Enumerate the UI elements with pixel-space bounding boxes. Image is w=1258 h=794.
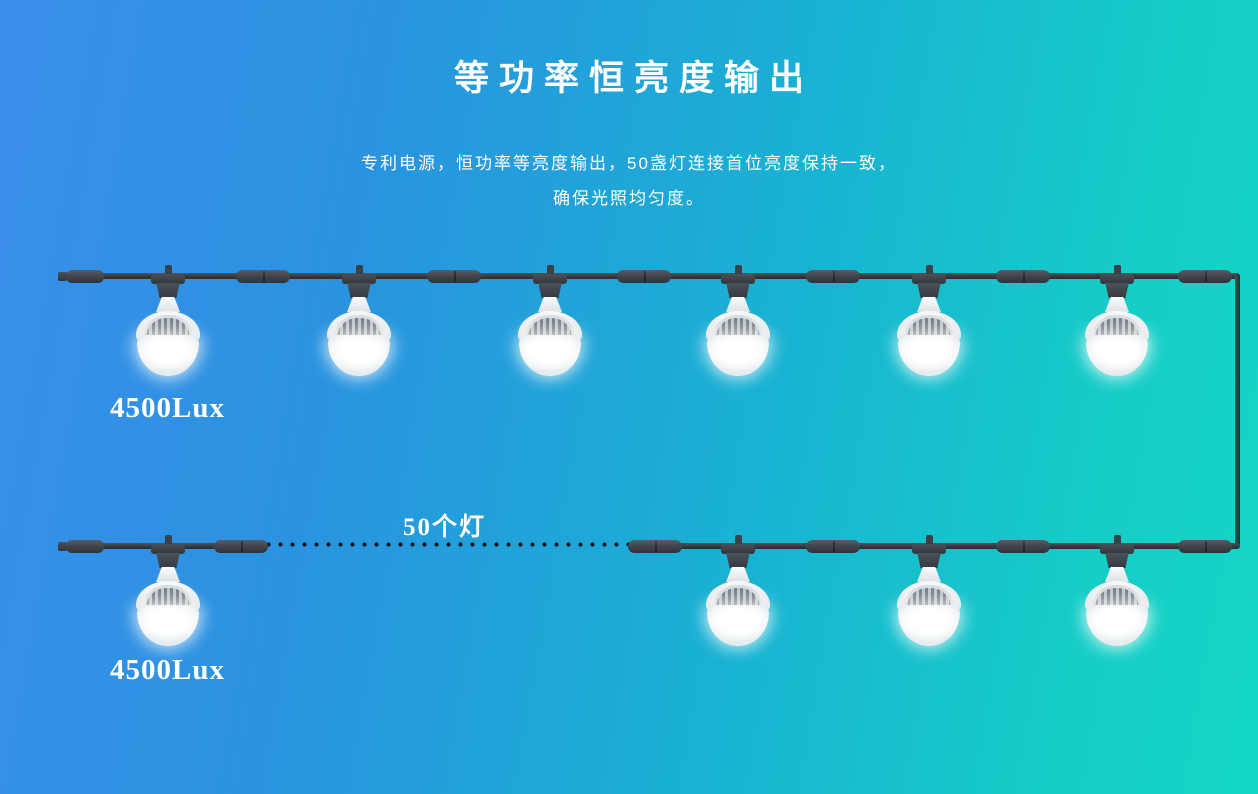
tee-connector xyxy=(1100,274,1134,284)
tee-nub xyxy=(734,265,742,274)
bulb-socket xyxy=(1105,553,1129,568)
bulb-count-label: 50个灯 xyxy=(403,514,487,541)
tee-nub xyxy=(925,535,933,544)
cable-joint-connector xyxy=(214,540,268,553)
cable-joint-connector xyxy=(806,540,860,553)
bulb-neck xyxy=(917,567,941,582)
bulb-neck xyxy=(156,297,180,312)
cable-joint-connector xyxy=(236,270,290,283)
bulb-neck xyxy=(1105,567,1129,582)
tee-connector xyxy=(342,274,376,284)
tee-connector xyxy=(151,274,185,284)
tee-connector xyxy=(151,544,185,554)
tee-nub xyxy=(164,265,172,274)
cable-joint-connector xyxy=(427,270,481,283)
bulb-socket xyxy=(917,553,941,568)
string-light-bulb xyxy=(135,265,201,376)
string-light-bulb xyxy=(896,265,962,376)
subtitle: 专利电源，恒功率等亮度输出，50盏灯连接首位亮度保持一致， 确保光照均匀度。 xyxy=(0,146,1258,216)
tee-connector xyxy=(721,544,755,554)
continuation-dotted-line xyxy=(266,542,630,547)
tee-connector xyxy=(912,544,946,554)
row2-lux-label: 4500Lux xyxy=(110,654,225,686)
tee-nub xyxy=(1113,535,1121,544)
tee-connector xyxy=(1100,544,1134,554)
subtitle-line-2: 确保光照均匀度。 xyxy=(553,189,705,208)
bulb-socket xyxy=(1105,283,1129,298)
string-light-bulb xyxy=(705,265,771,376)
bulb-socket xyxy=(156,283,180,298)
bulb-neck xyxy=(347,297,371,312)
bulb-glass xyxy=(1086,605,1148,646)
tee-connector xyxy=(533,274,567,284)
string-light-bulb xyxy=(705,535,771,646)
tee-nub xyxy=(1113,265,1121,274)
bulb-glass xyxy=(898,605,960,646)
cable-joint-connector xyxy=(806,270,860,283)
bulb-glass xyxy=(137,605,199,646)
string-light-bulb xyxy=(517,265,583,376)
cable-joint-connector xyxy=(996,540,1050,553)
bulb-socket xyxy=(726,283,750,298)
string-light-bulb xyxy=(135,535,201,646)
bulb-glass xyxy=(707,335,769,376)
row1-left-plug-connector xyxy=(58,270,104,283)
bulb-glass xyxy=(137,335,199,376)
cable-joint-connector xyxy=(1178,270,1232,283)
bulb-glass xyxy=(898,335,960,376)
subtitle-line-1: 专利电源，恒功率等亮度输出，50盏灯连接首位亮度保持一致， xyxy=(361,154,897,173)
bulb-socket xyxy=(347,283,371,298)
string-light-bulb xyxy=(1084,535,1150,646)
string-light-bulb xyxy=(896,535,962,646)
tee-nub xyxy=(925,265,933,274)
bulb-socket xyxy=(538,283,562,298)
bulb-neck xyxy=(156,567,180,582)
tee-nub xyxy=(164,535,172,544)
cable-joint-connector xyxy=(996,270,1050,283)
cable-joint-connector xyxy=(1178,540,1232,553)
tee-connector xyxy=(721,274,755,284)
page-title: 等功率恒亮度输出 xyxy=(453,59,814,98)
bulb-glass xyxy=(519,335,581,376)
row2-left-plug-connector xyxy=(58,540,104,553)
bulb-neck xyxy=(538,297,562,312)
bulb-glass xyxy=(1086,335,1148,376)
bulb-socket xyxy=(726,553,750,568)
bulb-neck xyxy=(726,567,750,582)
bulb-glass xyxy=(707,605,769,646)
bulb-socket xyxy=(917,283,941,298)
cable-joint-connector xyxy=(617,270,671,283)
cable-joint-connector xyxy=(628,540,682,553)
bulb-neck xyxy=(1105,297,1129,312)
bulb-socket xyxy=(156,553,180,568)
tee-nub xyxy=(546,265,554,274)
string-light-bulb xyxy=(1084,265,1150,376)
bulb-neck xyxy=(726,297,750,312)
tee-nub xyxy=(734,535,742,544)
row1-lux-label: 4500Lux xyxy=(110,392,225,424)
tee-connector xyxy=(912,274,946,284)
bulb-neck xyxy=(917,297,941,312)
return-cable xyxy=(1235,274,1240,547)
bulb-glass xyxy=(328,335,390,376)
tee-nub xyxy=(355,265,363,274)
string-light-bulb xyxy=(326,265,392,376)
